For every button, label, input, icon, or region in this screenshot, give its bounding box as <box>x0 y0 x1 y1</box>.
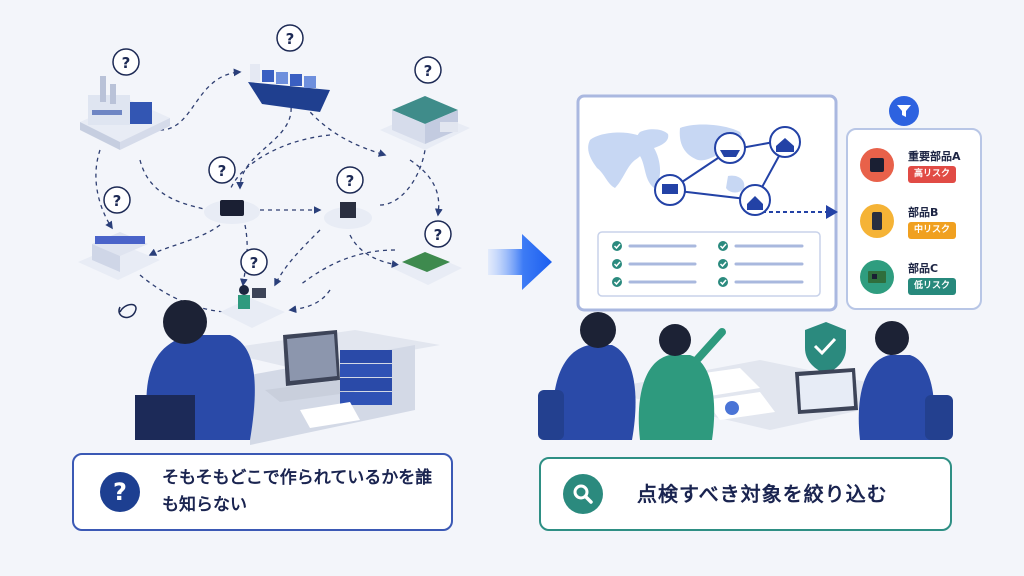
risk-badge: 低リスク <box>908 278 957 295</box>
filter-icon <box>889 96 919 126</box>
question-icon: ? <box>100 472 140 512</box>
problem-text: そもそもどこで作られているかを誰も知らない <box>162 468 433 515</box>
solution-caption: 点検すべき対象を絞り込む <box>539 457 952 531</box>
circuit-board-icon <box>860 260 894 294</box>
magnifier-icon <box>563 474 603 514</box>
factory-node <box>80 76 170 150</box>
chip-icon <box>860 148 894 182</box>
shield-check-icon <box>805 322 846 374</box>
question-mark: ? <box>250 254 259 272</box>
component-node <box>324 202 372 229</box>
dashboard-screen <box>576 94 838 312</box>
question-mark: ? <box>346 172 355 190</box>
question-icon <box>103 24 452 276</box>
worker-node <box>220 285 285 328</box>
list-item: 重要部品A 高リスク <box>856 144 980 188</box>
team-meeting <box>538 312 953 440</box>
question-mark: ? <box>286 30 295 48</box>
problem-caption: ? そもそもどこで作られているかを誰も知らない <box>72 453 453 531</box>
list-item: 部品C 低リスク <box>856 256 980 300</box>
question-mark: ? <box>122 54 131 72</box>
part-name: 部品C <box>908 262 939 275</box>
question-mark: ? <box>434 226 443 244</box>
capacitor-icon <box>860 204 894 238</box>
question-mark: ? <box>424 62 433 80</box>
store-node <box>78 232 160 280</box>
circuit-board-node <box>392 252 462 285</box>
list-item: 部品B 中リスク <box>856 200 980 244</box>
solution-text: 点検すべき対象を絞り込む <box>637 481 888 506</box>
cargo-ship-node <box>248 64 330 112</box>
part-name: 重要部品A <box>908 150 961 163</box>
question-mark: ? <box>218 162 227 180</box>
checklist <box>612 241 804 287</box>
question-mark: ? <box>113 192 122 210</box>
risk-badge: 中リスク <box>908 222 957 239</box>
check-icon <box>612 241 728 287</box>
chip-node <box>204 200 260 224</box>
warehouse-node <box>380 96 470 150</box>
confused-worker <box>118 300 440 445</box>
part-name: 部品B <box>908 206 939 219</box>
risk-parts-list: 重要部品A 高リスク 部品B 中リスク 部品C 低リスク <box>846 128 982 310</box>
arrow-right-icon <box>488 234 552 290</box>
risk-badge: 高リスク <box>908 166 957 183</box>
